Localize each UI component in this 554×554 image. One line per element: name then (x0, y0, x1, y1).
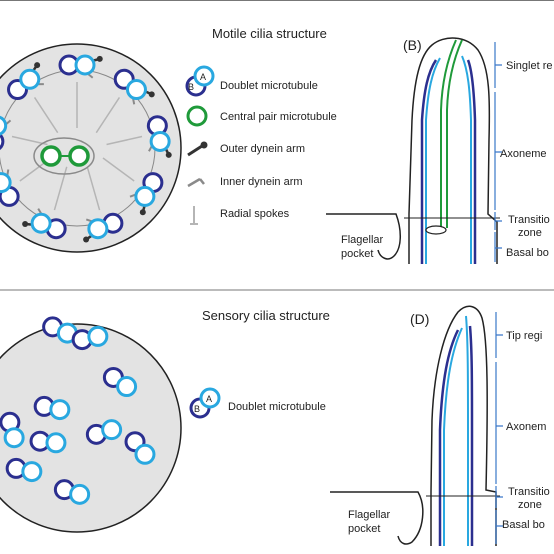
legend-inner-arm-icon (187, 177, 205, 188)
left-doublet-a (425, 57, 441, 264)
legend-letter-b: B (188, 82, 194, 92)
sensory-left-doublet-b (438, 329, 460, 546)
cilium-outline (408, 37, 498, 264)
radial-spoke-3 (102, 157, 135, 182)
sensory-legend-letter-b: B (194, 404, 200, 414)
sensory-doublet-a-4 (45, 432, 67, 454)
sensory-pocket-label-2: pocket (348, 523, 380, 535)
basal-plate (425, 225, 447, 235)
legend-outer-arm-icon (187, 141, 208, 157)
sensory-cilium-outline (430, 305, 497, 546)
motile-doublet-a-0 (74, 54, 96, 76)
panel-label-b: (B) (403, 37, 422, 53)
motile-title: Motile cilia structure (212, 26, 327, 41)
motile-doublet-a-7 (0, 115, 8, 136)
sensory-doublet-scatter (0, 316, 156, 505)
sensory-doublet-a-3 (101, 419, 123, 441)
region-basal: Basal bo (506, 247, 549, 259)
radial-spoke-4 (86, 166, 101, 211)
right-doublet-b (466, 59, 477, 264)
panel-label-d: (D) (410, 311, 429, 327)
outer-dynein-head-1 (148, 91, 155, 98)
radial-spoke-1 (95, 97, 121, 134)
legend-letter-a: A (200, 72, 206, 82)
sensory-region-brackets (495, 312, 503, 544)
outer-dynein-head-2 (165, 151, 172, 158)
sensory-pocket-left (330, 491, 424, 545)
radial-spoke-8 (33, 97, 59, 134)
radial-spoke-2 (106, 135, 143, 146)
region-transition-2: zone (518, 227, 542, 239)
sensory-region-transition-2: zone (518, 499, 542, 511)
right-doublet-a (461, 55, 472, 264)
central-sheath (33, 137, 95, 175)
legend-outer-arm-label: Outer dynein arm (220, 143, 305, 155)
sensory-region-tip: Tip regi (506, 330, 542, 342)
sensory-region-axoneme: Axonem (506, 421, 546, 433)
motile-region-brackets (494, 42, 502, 262)
legend-central-pair-icon (186, 105, 208, 127)
sensory-region-basal: Basal bo (502, 519, 545, 531)
sensory-doublet-a-9 (87, 325, 109, 347)
legend-doublet-icon: A B (185, 65, 215, 97)
central-pair (40, 145, 90, 167)
sensory-doublet-a-5 (134, 443, 156, 465)
legend-doublet-label: Doublet microtubule (220, 80, 318, 92)
pocket-label-2: pocket (341, 248, 373, 260)
flagellar-pocket-left (326, 213, 401, 260)
motile-doublet-a-5 (30, 212, 52, 234)
sensory-legend: A B (189, 387, 221, 419)
motile-doublet-ring (0, 54, 171, 240)
sensory-legend-doublet-label: Doublet microtubule (228, 401, 326, 413)
motile-doublet-a-4 (87, 218, 109, 240)
sensory-cilium-profile (330, 305, 500, 546)
outer-dynein-head-8 (34, 62, 41, 69)
region-axoneme: Axoneme (500, 148, 546, 160)
left-doublet-b (420, 59, 438, 264)
sensory-legend-letter-a: A (206, 394, 212, 404)
sensory-doublet-a-8 (69, 483, 91, 505)
outer-dynein-head-4 (83, 236, 90, 243)
central-pair-right (446, 39, 463, 228)
sensory-right-doublet-b (468, 325, 474, 546)
legend-radial-spoke-icon (190, 206, 198, 225)
legend-inner-arm-label: Inner dynein arm (220, 176, 303, 188)
motile-cilium-profile (326, 37, 500, 264)
region-singlet: Singlet re (506, 60, 552, 72)
central-microtubule-right (68, 145, 90, 167)
motile-legend: A B Doublet microtubule Central pair mic… (185, 65, 337, 225)
sensory-region-transition-1: Transitio (508, 486, 550, 498)
motile-doublet-a-6 (0, 172, 12, 194)
pocket-label-1: Flagellar (341, 234, 384, 246)
sensory-doublet-a-6 (3, 427, 25, 449)
outer-dynein-head-3 (139, 209, 146, 216)
sensory-doublet-a-1 (116, 376, 138, 398)
sensory-right-doublet-a (465, 315, 469, 546)
sensory-doublet-a-2 (49, 399, 71, 421)
sensory-title: Sensory cilia structure (202, 308, 330, 323)
outer-dynein-head-0 (96, 55, 103, 62)
outer-dynein-head-5 (22, 220, 29, 227)
sensory-pocket-label-1: Flagellar (348, 509, 391, 521)
sensory-left-doublet-a (443, 327, 463, 546)
legend-radial-spokes-label: Radial spokes (220, 208, 290, 220)
central-pair-left (440, 39, 457, 228)
motile-doublet-a-3 (134, 185, 156, 207)
central-microtubule-left (40, 145, 62, 167)
sensory-doublet-a-7 (21, 461, 43, 483)
motile-doublet-b-7 (0, 132, 5, 150)
motile-doublet-a-8 (19, 68, 41, 90)
motile-doublet-a-1 (125, 79, 147, 101)
region-transition-1: Transitio (508, 214, 550, 226)
motile-doublet-a-2 (149, 130, 171, 152)
legend-central-pair-label: Central pair microtubule (220, 111, 337, 123)
